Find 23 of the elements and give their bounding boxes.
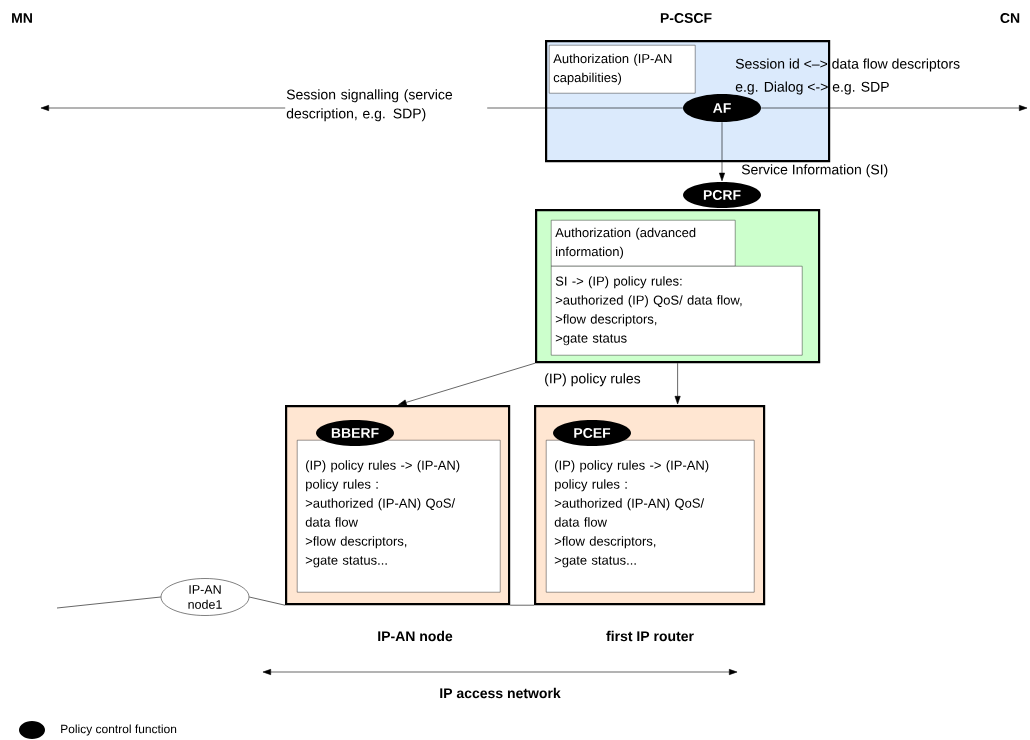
edge-label: Session signalling (service description, e.g. SDP) (285, 88, 488, 123)
text-box: (IP) policy rules -> (IP-AN) policy rules : >authorized (IP-AN) QoS/ data flow >flow descriptors, >gate status... (546, 440, 755, 593)
label: MN (12, 13, 32, 23)
connector-line (56, 596, 162, 609)
connector-line (248, 596, 286, 606)
label: IP access network (440, 687, 561, 699)
text-box: Authorization (advanced information) (551, 220, 736, 267)
text-box: Authorization (IP-AN capabilities) (549, 45, 696, 94)
label: CN (1000, 13, 1020, 23)
connector-line (509, 604, 535, 606)
node-label: first IP router (606, 630, 694, 642)
arrow (398, 362, 536, 406)
node-label: P-CSCF (660, 13, 712, 23)
text-box: (IP) policy rules -> (IP-AN) policy rules : >authorized (IP-AN) QoS/ data flow >flow descriptors, >gate status... (297, 440, 501, 593)
edge-label: Service Information (SI) (740, 163, 890, 179)
legend-label: Policy control function (61, 724, 177, 736)
arrow (760, 105, 1028, 111)
edge-label: (IP) policy rules (543, 372, 642, 388)
annotation: Session id <–> data flow descriptors (735, 58, 960, 72)
arrow (719, 121, 725, 182)
arrow (674, 362, 681, 405)
node-label: IP-AN node (378, 630, 453, 642)
annotation: e.g. Dialog <-> e.g. SDP (735, 81, 889, 95)
